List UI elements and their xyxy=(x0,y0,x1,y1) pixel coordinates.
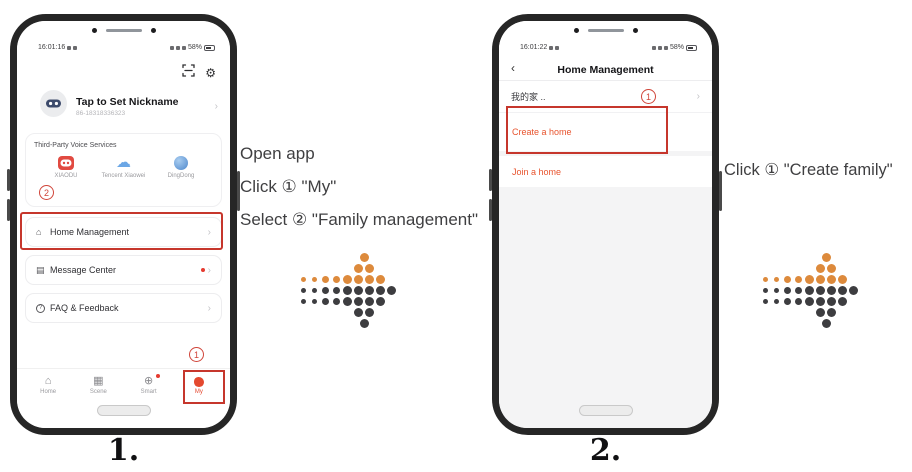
status-bar: 16:01:16 58% xyxy=(38,44,215,51)
smart-tab-icon: ⊕ xyxy=(144,375,154,387)
highlight-box-home-management xyxy=(20,212,223,250)
signal-icon xyxy=(169,45,174,50)
camera-dot-icon xyxy=(150,27,156,33)
avatar xyxy=(40,90,67,122)
chevron-right-icon: › xyxy=(207,302,211,314)
highlight-box-create-home xyxy=(506,106,668,154)
chevron-right-icon: › xyxy=(696,91,700,102)
phone-1-screen: 16:01:16 58% ⚙ xyxy=(17,21,230,428)
volume-up-button xyxy=(7,169,10,191)
unread-dot xyxy=(200,268,205,272)
battery-percent: 58% xyxy=(669,44,684,51)
highlight-box-my-tab xyxy=(183,370,225,404)
page-title: Home Management xyxy=(557,64,654,76)
divider xyxy=(499,80,712,81)
speaker-bar-icon xyxy=(587,28,624,32)
notification-icon xyxy=(67,45,72,50)
nickname-label: Tap to Set Nickname xyxy=(76,95,179,108)
voice-service-tencent-xiaowei[interactable]: ☁ Tencent Xiaowei xyxy=(98,154,150,181)
camera-dot-icon xyxy=(91,27,97,33)
join-home-button[interactable]: Join a home xyxy=(499,156,712,187)
chevron-right-icon: › xyxy=(207,264,211,276)
dingdong-icon xyxy=(174,156,188,170)
instructions-step-1: Open app Click ① "My" Select ② "Family m… xyxy=(240,144,478,243)
voice-service-dingdong[interactable]: DingDong xyxy=(155,156,207,181)
phone-1: 16:01:16 58% ⚙ xyxy=(7,14,240,435)
chevron-right-icon: › xyxy=(214,100,218,112)
camera-dot-icon xyxy=(573,27,579,33)
create-home-button[interactable]: Create a home xyxy=(499,113,712,151)
signal-icon xyxy=(651,45,656,50)
wifi-icon xyxy=(657,45,662,50)
instruction-line: Open app xyxy=(240,144,315,163)
gear-icon[interactable]: ⚙ xyxy=(205,66,216,80)
instructions-step-2: Click ① "Create family" xyxy=(724,160,893,193)
tab-home[interactable]: ⌂ Home xyxy=(40,375,57,396)
voice-services-card: Third-Party Voice Services XIAODU ☁ Tenc… xyxy=(25,133,222,207)
menu-item-message-center[interactable]: ▤ Message Center › xyxy=(25,255,222,285)
home-tab-icon: ⌂ xyxy=(44,375,52,387)
cloud-icon: ☁ xyxy=(116,154,131,171)
camera-dot-icon xyxy=(632,27,638,33)
instruction-line: Click ① "Create family" xyxy=(724,161,893,179)
tab-my[interactable]: My xyxy=(179,376,219,395)
top-bezel xyxy=(17,26,230,34)
instruction-line: Select ② "Family management" xyxy=(240,210,479,229)
notification-dot xyxy=(155,374,160,378)
volume-up-button xyxy=(489,169,492,191)
top-bezel xyxy=(499,26,712,34)
step-marker-1: 1 xyxy=(641,89,656,104)
scene-tab-icon: ▦ xyxy=(93,375,104,387)
instruction-line: Click ① "My" xyxy=(240,177,337,196)
power-button xyxy=(237,171,240,211)
menu-item-faq-feedback[interactable]: ? FAQ & Feedback › xyxy=(25,293,222,323)
power-button xyxy=(719,171,722,211)
voice-service-label: DingDong xyxy=(167,173,195,179)
back-icon[interactable]: ‹ xyxy=(511,61,515,75)
battery-icon xyxy=(686,44,697,51)
brand-dot-arrow-logo xyxy=(298,252,408,332)
step-2-label: 2. xyxy=(589,433,622,468)
question-circle-icon: ? xyxy=(36,303,50,313)
message-board-icon: ▤ xyxy=(36,264,45,275)
status-time: 16:01:16 xyxy=(38,44,66,51)
step-1-label: 1. xyxy=(107,433,140,468)
chevron-right-icon: › xyxy=(207,226,211,238)
home-indicator xyxy=(578,405,633,416)
profile-row[interactable]: Tap to Set Nickname 86-18318336323 › xyxy=(40,89,222,123)
notification-icon xyxy=(555,45,560,50)
sim-icon xyxy=(663,45,668,50)
xiaodu-icon xyxy=(58,156,74,170)
status-bar: 16:01:22 58% xyxy=(520,44,697,51)
tab-smart[interactable]: ⊕ Smart xyxy=(129,374,169,395)
menu-item-home-management[interactable]: ⌂ Home Management › xyxy=(25,217,222,247)
wifi-icon xyxy=(175,45,180,50)
volume-down-button xyxy=(7,199,10,221)
home-icon: ⌂ xyxy=(36,227,42,237)
sim-icon xyxy=(181,45,186,50)
account-number: 86-18318336323 xyxy=(76,109,126,117)
my-tab-icon xyxy=(193,376,204,387)
scan-icon[interactable] xyxy=(182,64,195,82)
voice-service-label: Tencent Xiaowei xyxy=(101,173,146,179)
voice-service-label: XIAODU xyxy=(54,173,78,179)
step-marker-1: 1 xyxy=(189,347,204,362)
battery-icon xyxy=(204,44,215,51)
home-indicator xyxy=(96,405,151,416)
phone-2: 16:01:22 58% ‹ Home Management 我的家 .. › … xyxy=(489,14,722,435)
step-marker-2: 2 xyxy=(39,185,54,200)
tab-scene[interactable]: ▦ Scene xyxy=(89,375,107,396)
notification-icon xyxy=(549,45,554,50)
battery-percent: 58% xyxy=(187,44,202,51)
tab-bar: ⌂ Home ▦ Scene ⊕ Smart My xyxy=(17,368,230,402)
brand-dot-arrow-logo xyxy=(760,252,870,332)
volume-down-button xyxy=(489,199,492,221)
phone-2-screen: 16:01:22 58% ‹ Home Management 我的家 .. › … xyxy=(499,21,712,428)
status-time: 16:01:22 xyxy=(520,44,548,51)
speaker-bar-icon xyxy=(105,28,142,32)
voice-service-xiaodu[interactable]: XIAODU xyxy=(40,156,92,181)
voice-services-title: Third-Party Voice Services xyxy=(34,142,117,149)
notification-icon xyxy=(73,45,78,50)
